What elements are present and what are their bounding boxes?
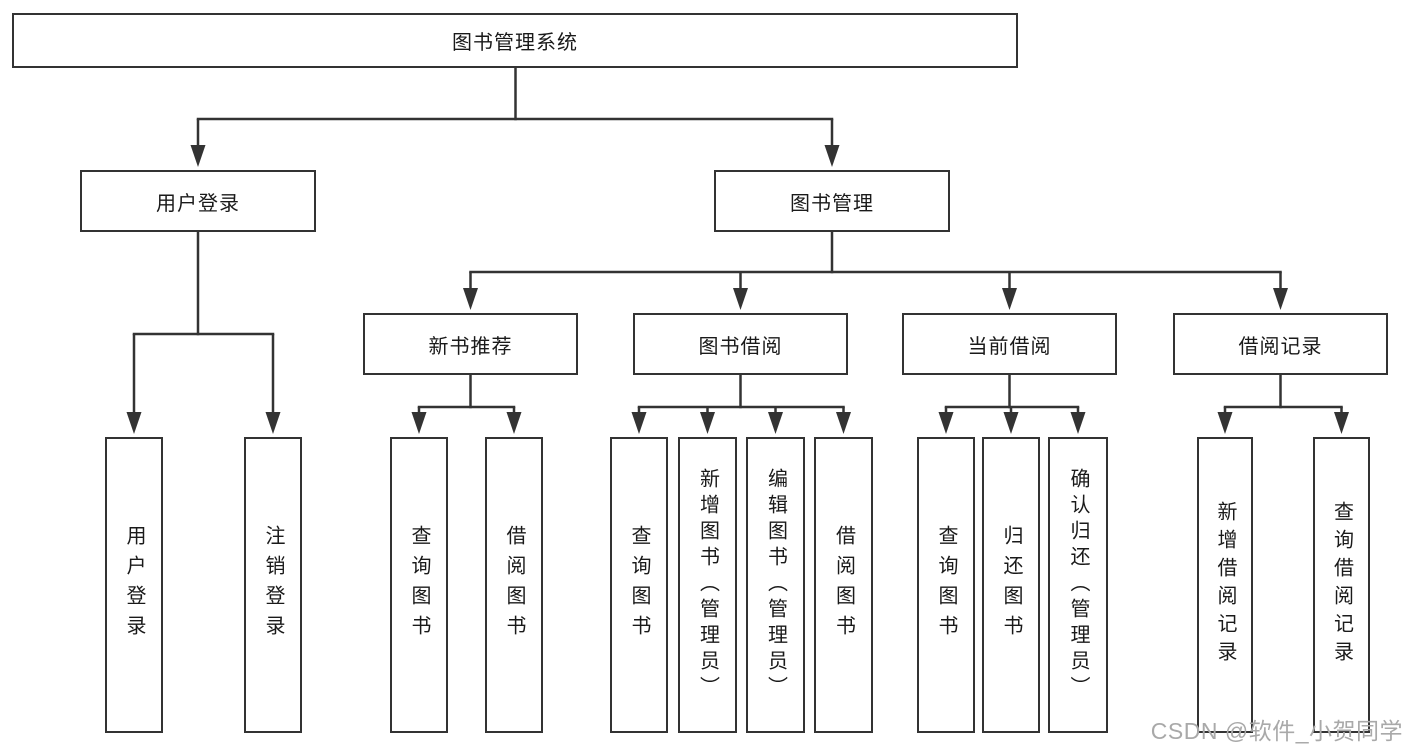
node-leaf-confirm-return-admin: 确认归还（管理员） bbox=[1048, 437, 1108, 733]
arrowhead-down-icon bbox=[1002, 288, 1017, 310]
node-leaf-add-borrow-record-label: 新增借阅记录 bbox=[1214, 501, 1236, 669]
node-borrowing-records: 借阅记录 bbox=[1173, 313, 1388, 375]
node-leaf-logout-label: 注销登录 bbox=[262, 525, 284, 645]
connector-group bbox=[463, 232, 1288, 310]
arrowhead-down-icon bbox=[824, 145, 840, 167]
node-leaf-borrow-book-1-label: 借阅图书 bbox=[503, 525, 525, 645]
node-new-book-recommend: 新书推荐 bbox=[363, 313, 578, 375]
arrowhead-down-icon bbox=[733, 288, 748, 310]
node-leaf-borrow-book-1: 借阅图书 bbox=[485, 437, 543, 733]
node-book-borrowing: 图书借阅 bbox=[633, 313, 848, 375]
arrowhead-down-icon bbox=[700, 412, 715, 434]
arrowhead-down-icon bbox=[1070, 412, 1086, 434]
arrowhead-down-icon bbox=[463, 288, 478, 310]
arrowhead-down-icon bbox=[1273, 288, 1288, 310]
node-current-borrowing: 当前借阅 bbox=[902, 313, 1117, 375]
connector-group bbox=[938, 375, 1086, 434]
arrowhead-down-icon bbox=[506, 412, 522, 434]
node-leaf-query-book-1: 查询图书 bbox=[390, 437, 448, 733]
node-leaf-query-borrow-record: 查询借阅记录 bbox=[1313, 437, 1370, 733]
node-leaf-add-book-admin-label: 新增图书（管理员） bbox=[696, 468, 719, 702]
node-leaf-edit-book-admin-label: 编辑图书（管理员） bbox=[764, 468, 787, 702]
arrowhead-down-icon bbox=[411, 412, 427, 434]
node-leaf-edit-book-admin: 编辑图书（管理员） bbox=[746, 437, 805, 733]
node-leaf-add-book-admin: 新增图书（管理员） bbox=[678, 437, 737, 733]
node-leaf-query-borrow-record-label: 查询借阅记录 bbox=[1330, 501, 1353, 669]
node-leaf-return-book-label: 归还图书 bbox=[1000, 525, 1022, 645]
node-leaf-add-borrow-record: 新增借阅记录 bbox=[1197, 437, 1253, 733]
arrowhead-down-icon bbox=[631, 412, 647, 434]
node-leaf-query-book-3-label: 查询图书 bbox=[935, 525, 957, 645]
arrowhead-down-icon bbox=[836, 412, 851, 434]
connector-group bbox=[126, 232, 281, 434]
node-leaf-borrow-book-2: 借阅图书 bbox=[814, 437, 873, 733]
connector-group bbox=[411, 375, 522, 434]
arrowhead-down-icon bbox=[938, 412, 954, 434]
node-leaf-query-book-1-label: 查询图书 bbox=[408, 525, 430, 645]
arrowhead-down-icon bbox=[126, 412, 142, 434]
node-system-root: 图书管理系统 bbox=[12, 13, 1018, 68]
node-book-management: 图书管理 bbox=[714, 170, 950, 232]
node-leaf-return-book: 归还图书 bbox=[982, 437, 1040, 733]
arrowhead-down-icon bbox=[265, 412, 281, 434]
connector-group bbox=[1217, 375, 1349, 434]
node-leaf-user-login-label: 用户登录 bbox=[123, 525, 145, 645]
connector-group bbox=[190, 68, 840, 167]
node-leaf-query-book-2: 查询图书 bbox=[610, 437, 668, 733]
arrowhead-down-icon bbox=[190, 145, 206, 167]
arrowhead-down-icon bbox=[1003, 412, 1019, 434]
node-leaf-borrow-book-2-label: 借阅图书 bbox=[832, 525, 855, 645]
node-leaf-query-book-2-label: 查询图书 bbox=[628, 525, 650, 645]
node-leaf-user-login: 用户登录 bbox=[105, 437, 163, 733]
watermark: CSDN @软件_小贺同学 bbox=[1150, 718, 1403, 744]
node-user-login: 用户登录 bbox=[80, 170, 316, 232]
arrowhead-down-icon bbox=[1334, 412, 1349, 434]
arrowhead-down-icon bbox=[768, 412, 783, 434]
connector-group bbox=[631, 375, 851, 434]
node-leaf-query-book-3: 查询图书 bbox=[917, 437, 975, 733]
node-leaf-confirm-return-admin-label: 确认归还（管理员） bbox=[1067, 468, 1089, 702]
node-leaf-logout: 注销登录 bbox=[244, 437, 302, 733]
arrowhead-down-icon bbox=[1217, 412, 1233, 434]
